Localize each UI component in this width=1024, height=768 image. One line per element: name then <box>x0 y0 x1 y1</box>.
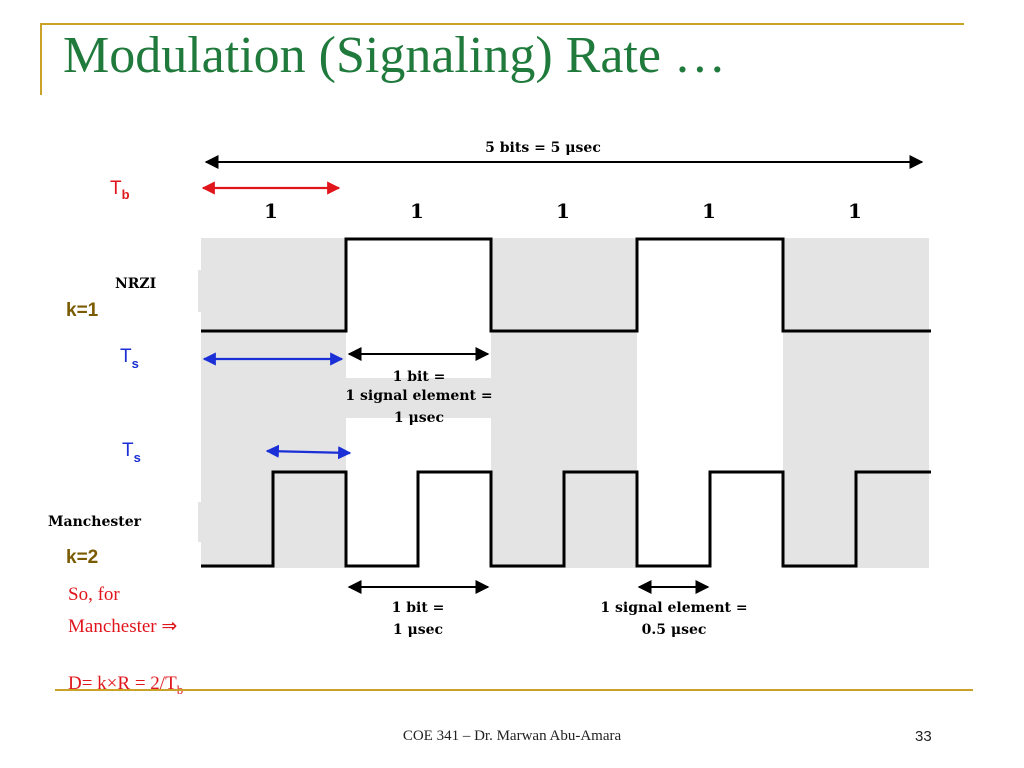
tb-label: Tb <box>110 178 130 202</box>
bit-value-5: 1 <box>848 199 862 223</box>
title-frame-left <box>40 23 42 95</box>
manch-bit-line1: 1 bit = <box>392 600 445 616</box>
page-number: 33 <box>915 728 932 745</box>
tb-label-sub: b <box>122 187 130 202</box>
ts-label-2: Ts <box>122 440 141 465</box>
manchester-label: Manchester <box>48 514 142 530</box>
tb-label-main: T <box>110 178 122 199</box>
title-frame-top <box>40 23 964 25</box>
formula-text: D= k×R = 2/Tb <box>68 673 183 697</box>
ts-label-1: Ts <box>120 346 139 371</box>
nrzi-waveform <box>201 237 931 333</box>
bit-value-4: 1 <box>702 199 716 223</box>
note-shade <box>305 378 563 418</box>
nrzi-note-line3: 1 μsec <box>394 410 444 426</box>
ts-label-1-sub: s <box>132 356 139 371</box>
bit-value-2: 1 <box>410 199 424 223</box>
span-label: 5 bits = 5 μsec <box>485 140 601 156</box>
manch-bit-line2: 1 μsec <box>393 622 443 638</box>
k1-label: k=1 <box>66 300 99 321</box>
nrzi-label: NRZI <box>115 276 156 292</box>
manchester-implies-text: Manchester ⇒ <box>68 616 177 637</box>
manchester-waveform <box>201 470 931 568</box>
ts-arrow-2 <box>265 444 352 460</box>
footer-rule <box>55 689 973 691</box>
manch-sig-line1: 1 signal element = <box>600 600 747 616</box>
bit-value-3: 1 <box>556 199 570 223</box>
manch-sig-line2: 0.5 μsec <box>642 622 707 638</box>
ts-label-2-sub: s <box>134 450 141 465</box>
k2-label: k=2 <box>66 547 98 568</box>
bit-value-1: 1 <box>264 199 278 223</box>
slide-title: Modulation (Signaling) Rate … <box>63 27 726 84</box>
so-for-text: So, for <box>68 584 120 605</box>
nrzi-note-line1: 1 bit = <box>393 369 446 385</box>
nrzi-label-shade <box>198 270 220 312</box>
nrzi-note-line2: 1 signal element = <box>345 388 492 404</box>
formula-main: D= k×R = 2/T <box>68 673 177 694</box>
manch-label-shade <box>198 502 220 542</box>
ts-label-2-main: T <box>122 440 134 461</box>
ts-label-1-main: T <box>120 346 132 367</box>
slide-footer: COE 341 – Dr. Marwan Abu-Amara <box>402 728 622 744</box>
